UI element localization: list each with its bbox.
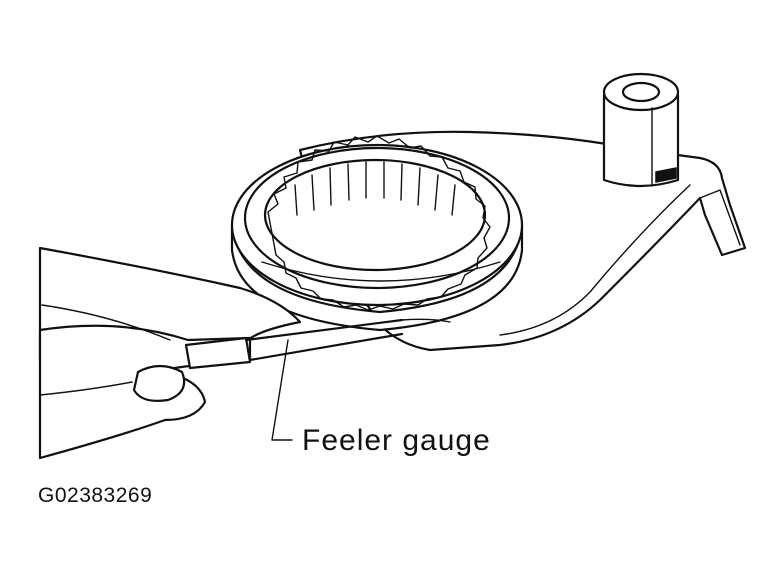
callout-leader-line [271,339,293,441]
spline-teeth [294,161,456,216]
shift-pin [602,72,680,188]
feeler-gauge [184,318,451,370]
synchronizer-ring [230,135,524,332]
callout-feeler-gauge: Feeler gauge [302,424,491,457]
figure-id: G02383269 [38,484,153,507]
